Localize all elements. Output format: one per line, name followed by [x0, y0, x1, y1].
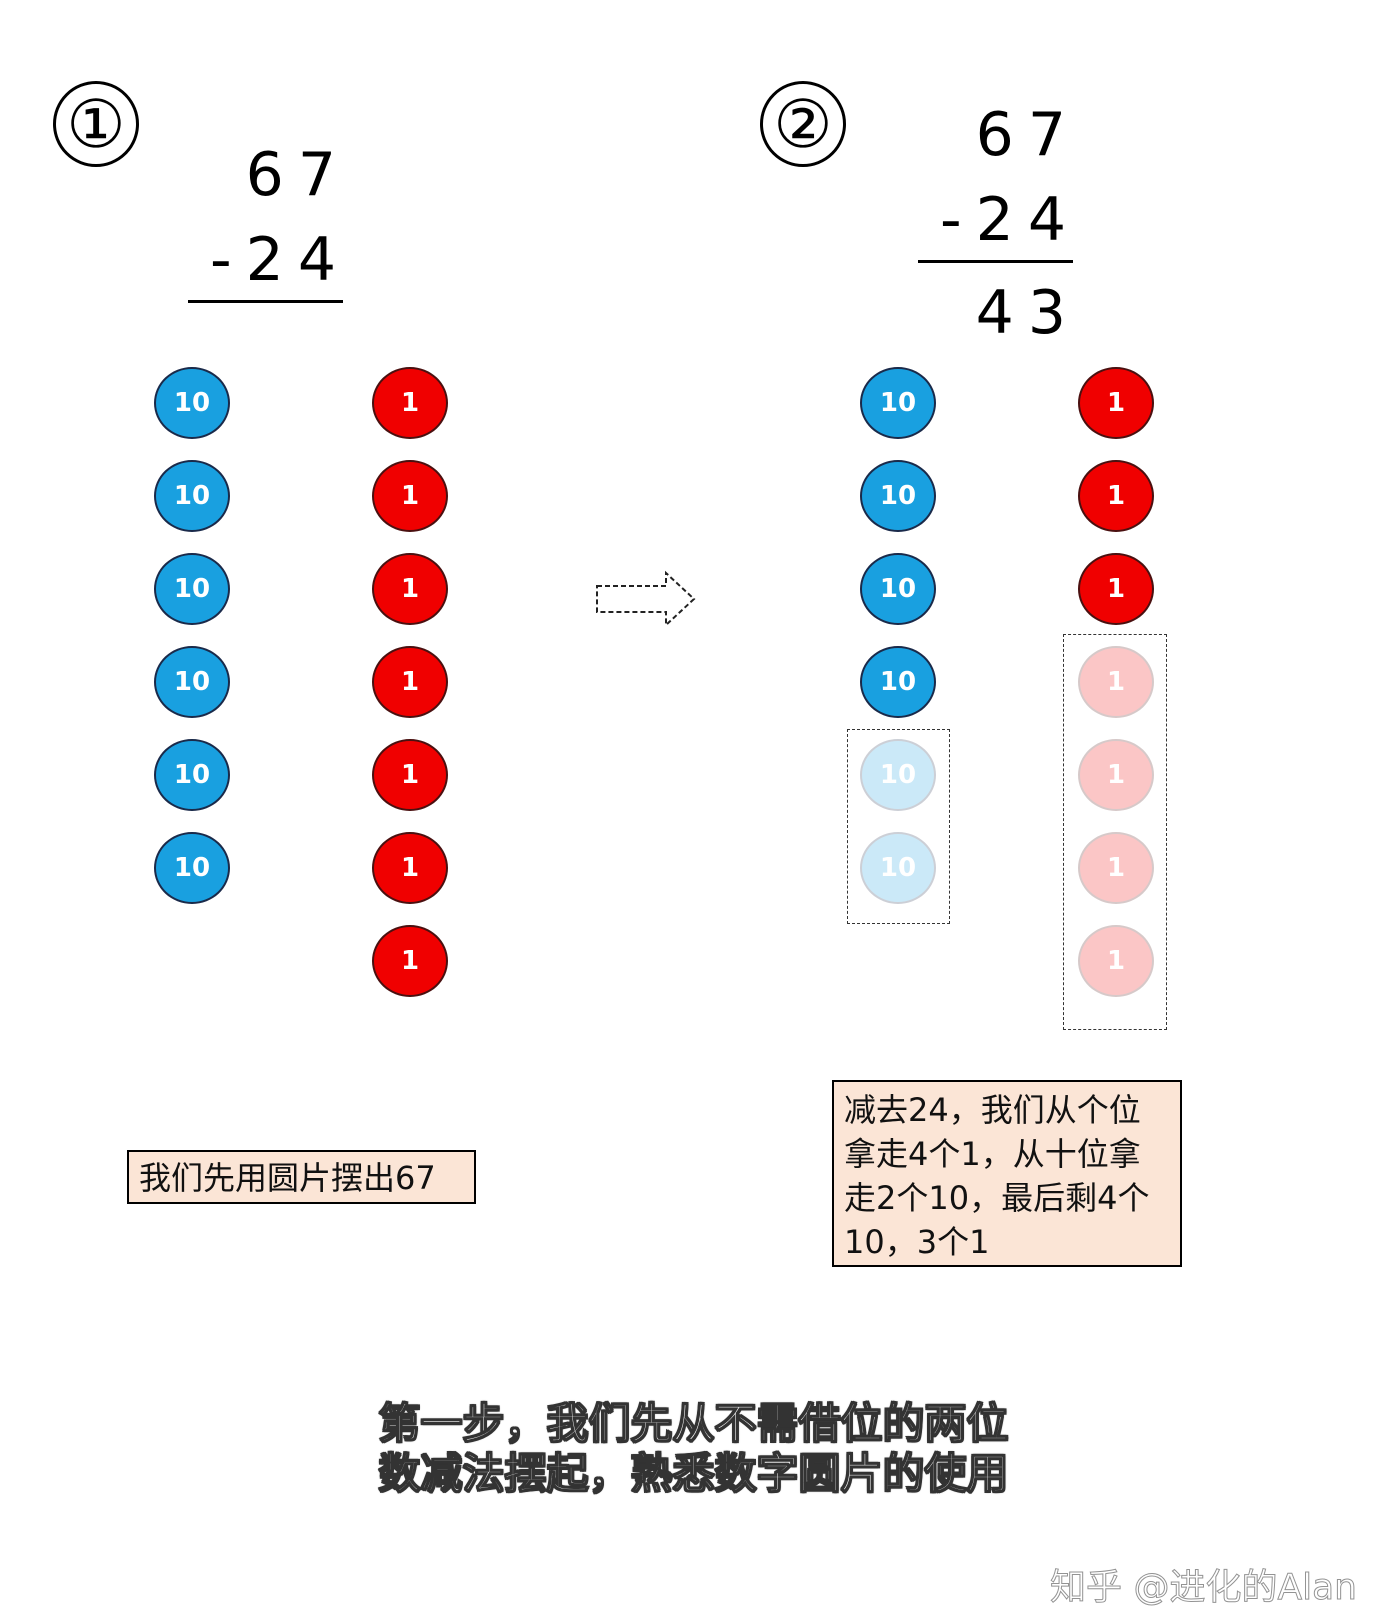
- one-chip: 1: [372, 553, 448, 625]
- ten-chip: 10: [154, 646, 230, 718]
- ten-chip: 10: [154, 460, 230, 532]
- step-1-subtrahend: -24: [210, 225, 350, 295]
- ten-chip: 10: [860, 646, 936, 718]
- removed-ones-box: [1063, 634, 1167, 1030]
- step-2-note-line: 减去24，我们从个位: [844, 1091, 1141, 1129]
- step-1-rule: [188, 300, 343, 303]
- step-2-minuend: 67: [975, 100, 1080, 170]
- dashed-right-arrow-icon: [596, 570, 696, 628]
- removed-one-chip: 1: [1078, 646, 1154, 718]
- removed-tens-box: [847, 729, 950, 924]
- step-2-note-line: 拿走4个1，从十位拿: [844, 1135, 1141, 1173]
- one-chip: 1: [372, 460, 448, 532]
- one-chip: 1: [372, 367, 448, 439]
- step-1-note: 我们先用圆片摆出67: [127, 1150, 476, 1204]
- ten-chip: 10: [860, 460, 936, 532]
- ten-chip: 10: [860, 367, 936, 439]
- one-chip: 1: [372, 832, 448, 904]
- ten-chip: 10: [154, 832, 230, 904]
- one-chip: 1: [1078, 367, 1154, 439]
- one-chip: 1: [372, 739, 448, 811]
- removed-ten-chip: 10: [860, 739, 936, 811]
- step-2-marker: ②: [760, 81, 846, 167]
- caption-line-1: 第一步，我们先从不需借位的两位: [378, 1398, 1010, 1449]
- removed-one-chip: 1: [1078, 739, 1154, 811]
- removed-one-chip: 1: [1078, 925, 1154, 997]
- step-2-note-line: 走2个10，最后剩4个: [844, 1179, 1150, 1217]
- step-2-subtrahend: -24: [940, 185, 1080, 255]
- ten-chip: 10: [860, 553, 936, 625]
- one-chip: 1: [372, 925, 448, 997]
- step-2-result: 43: [975, 278, 1080, 348]
- step-2-note: 减去24，我们从个位 拿走4个1，从十位拿 走2个10，最后剩4个 10，3个1: [832, 1080, 1182, 1267]
- one-chip: 1: [1078, 553, 1154, 625]
- step-1-marker: ①: [53, 81, 139, 167]
- removed-ten-chip: 10: [860, 832, 936, 904]
- ten-chip: 10: [154, 739, 230, 811]
- step-2-rule: [918, 260, 1073, 263]
- one-chip: 1: [372, 646, 448, 718]
- ten-chip: 10: [154, 367, 230, 439]
- step-2-note-line: 10，3个1: [844, 1223, 990, 1261]
- removed-one-chip: 1: [1078, 832, 1154, 904]
- step-1-minuend: 67: [245, 140, 350, 210]
- ten-chip: 10: [154, 553, 230, 625]
- watermark: 知乎 @进化的Alan: [1050, 1567, 1358, 1609]
- caption-line-2: 数减法摆起，熟悉数字圆片的使用: [378, 1448, 1010, 1499]
- one-chip: 1: [1078, 460, 1154, 532]
